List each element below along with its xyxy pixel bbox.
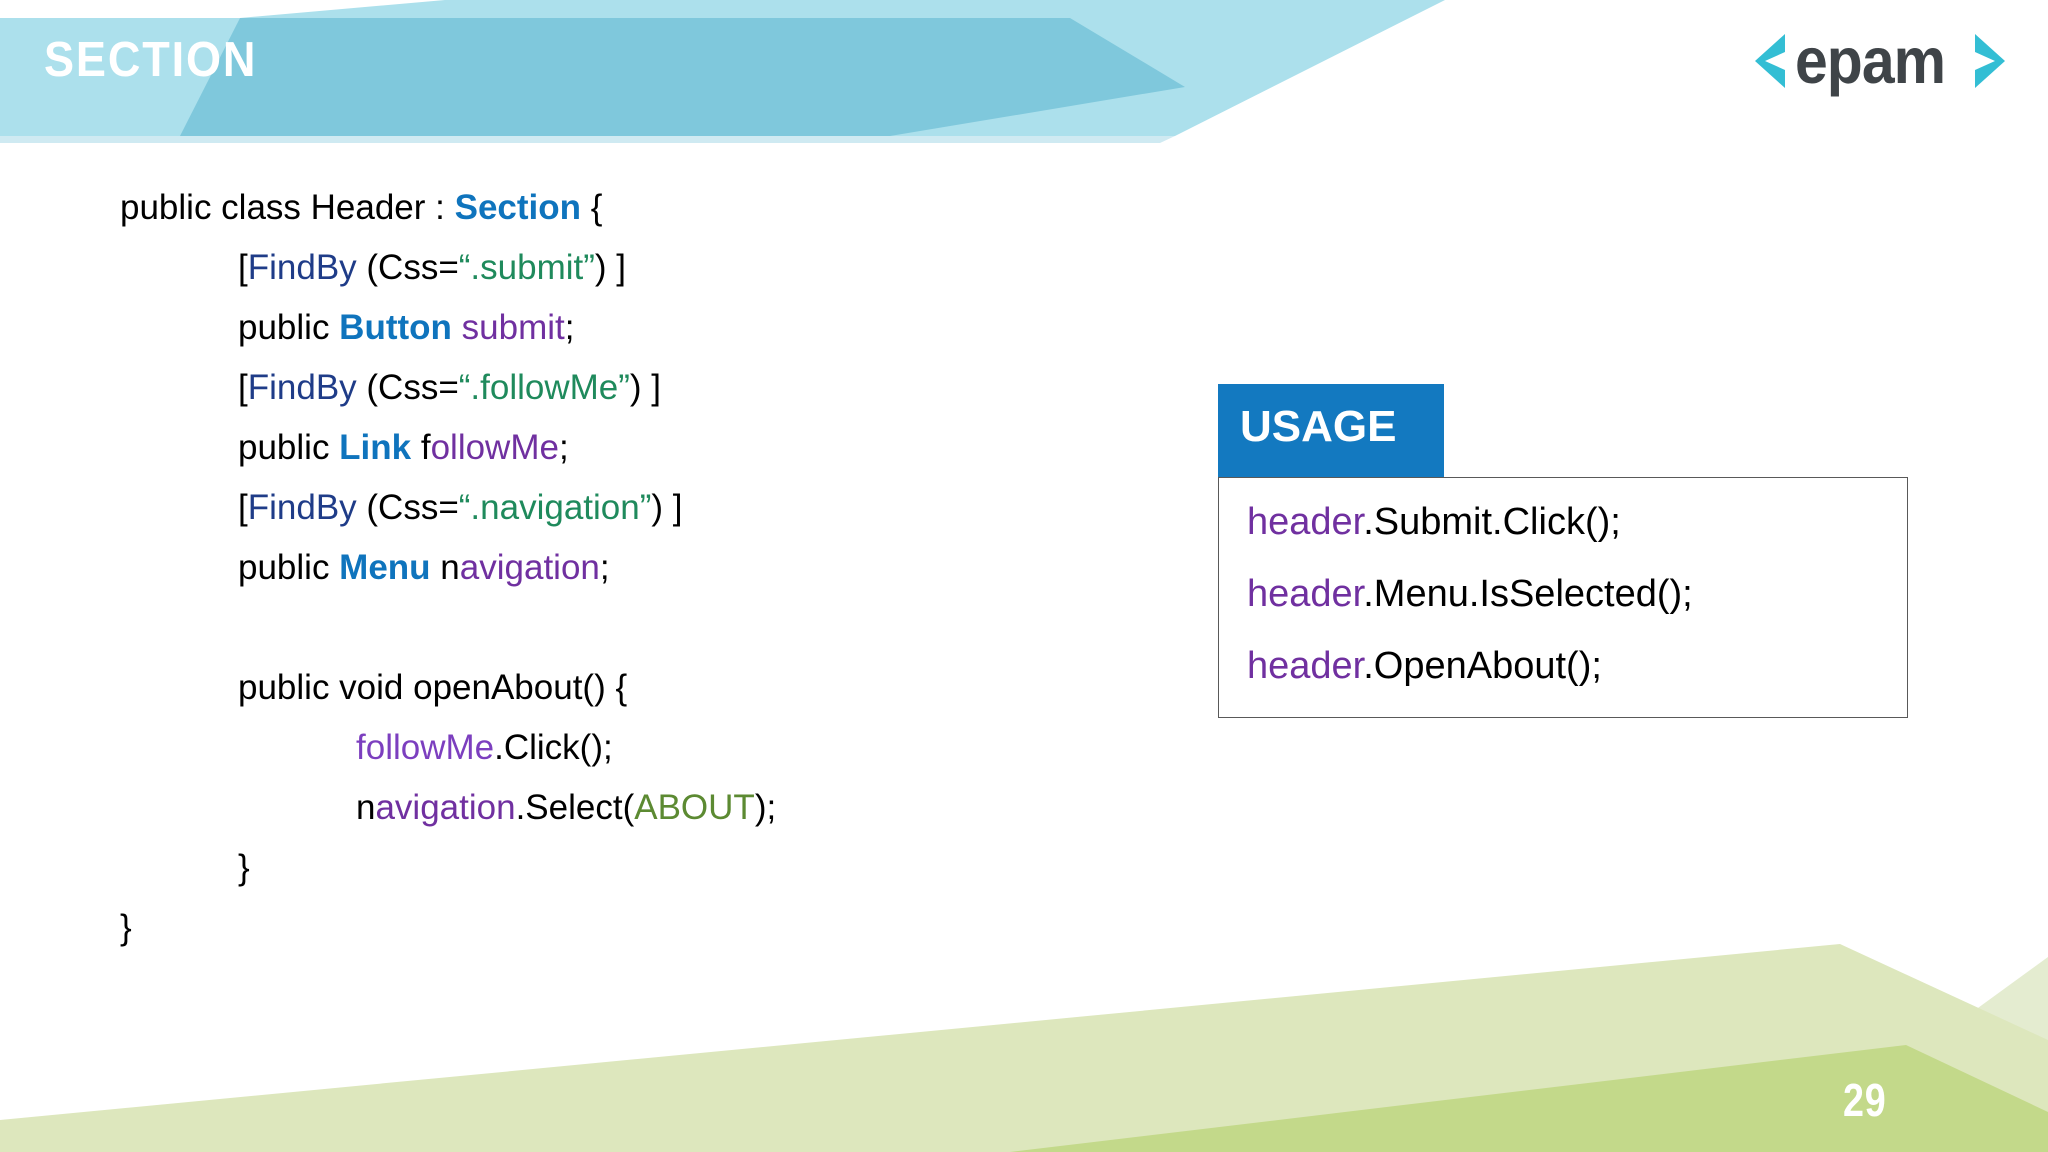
code-token-type: Link [339, 428, 412, 467]
code-token-plain: public void openAbout() { [238, 668, 628, 707]
code-token-type: Section [454, 188, 582, 227]
code-line: [FindBy (Css=“.navigation”) ] [120, 478, 776, 538]
code-token-plain: n [430, 548, 460, 587]
code-token-plain: ; [599, 548, 610, 587]
code-token-plain: (Css= [356, 248, 459, 287]
code-token-plain: ) ] [629, 368, 662, 407]
code-token-var: avigation [459, 548, 600, 587]
epam-logo-chevrons [1755, 34, 2005, 88]
code-token-string: “.navigation” [458, 488, 652, 527]
banner-underline-strip [0, 136, 1175, 143]
banner-dark-wedge [180, 18, 1185, 136]
header-banner-decoration [0, 0, 1445, 143]
code-token-plain: [ [238, 368, 248, 407]
page-number: 29 [1843, 1074, 1887, 1126]
code-token-plain: public [238, 428, 340, 467]
right-chevron-icon [1975, 34, 2005, 88]
code-line: public Menu navigation; [120, 538, 776, 598]
code-token-plain: .Click(); [494, 728, 613, 767]
code-token-attr: FindBy [247, 368, 357, 407]
code-token-plain: f [411, 428, 431, 467]
code-token-plain: ; [558, 428, 569, 467]
code-line: public Link followMe; [120, 418, 776, 478]
page-title: SECTION [44, 33, 258, 87]
code-line: followMe.Click(); [120, 718, 776, 778]
code-token-var: ollowMe [430, 428, 559, 467]
footer-green-dark-shape [1010, 1045, 2048, 1152]
usage-code-lines: header.Submit.Click();header.Menu.IsSele… [1247, 486, 1693, 702]
code-token-plain: } [120, 908, 132, 947]
code-line: public Button submit; [120, 298, 776, 358]
code-token-plain: .OpenAbout(); [1363, 645, 1602, 687]
code-line: header.Submit.Click(); [1247, 486, 1693, 558]
left-chevron-icon [1755, 34, 1785, 88]
usage-header-bar: USAGE [1218, 384, 1444, 477]
code-token-plain: ); [754, 788, 777, 827]
code-token-plain: .Submit.Click(); [1363, 501, 1621, 543]
code-line: [FindBy (Css=“.followMe”) ] [120, 358, 776, 418]
code-token-type: Button [339, 308, 452, 347]
code-token-plain: } [238, 848, 250, 887]
code-token-plain: ) ] [651, 488, 683, 527]
code-line: navigation.Select(ABOUT); [120, 778, 776, 838]
footer-green-pale-shape [1780, 957, 2048, 1152]
footer-green-light-shape [0, 944, 2048, 1152]
code-token-plain: ; [564, 308, 575, 347]
code-token-var: header [1247, 645, 1364, 687]
code-token-plain: { [581, 188, 603, 227]
code-token-plain: [ [238, 248, 248, 287]
code-token-var: header [1247, 573, 1364, 615]
code-line [120, 598, 776, 658]
code-token-type: Menu [339, 548, 431, 587]
code-token-string: “.followMe” [458, 368, 630, 407]
code-token-plain: public [238, 548, 340, 587]
code-line: public void openAbout() { [120, 658, 776, 718]
code-token-plain: n [356, 788, 376, 827]
code-line: [FindBy (Css=“.submit”) ] [120, 238, 776, 298]
code-line: public class Header : Section { [120, 178, 776, 238]
code-token-plain: [ [238, 488, 248, 527]
code-token-string: “.submit” [458, 248, 595, 287]
code-block: public class Header : Section {[FindBy (… [120, 178, 776, 958]
code-token-attr: FindBy [247, 248, 357, 287]
usage-code-box: header.Submit.Click();header.Menu.IsSele… [1218, 477, 1908, 718]
code-token-plain: (Css= [356, 368, 459, 407]
code-token-var: submit [461, 308, 565, 347]
code-line: header.Menu.IsSelected(); [1247, 558, 1693, 630]
code-token-plain: public class Header : [120, 188, 455, 227]
code-token-const: ABOUT [634, 788, 755, 827]
code-token-plain [452, 308, 462, 347]
code-token-var: header [1247, 501, 1364, 543]
code-token-var: avigation [375, 788, 516, 827]
code-token-var-lt: followMe [356, 728, 495, 767]
code-token-plain: public [238, 308, 340, 347]
code-line: } [120, 898, 776, 958]
epam-wordmark: epam [1795, 25, 1946, 98]
epam-logo: epam [1755, 25, 2005, 97]
code-token-plain: ) ] [594, 248, 627, 287]
code-line: } [120, 838, 776, 898]
code-line: header.OpenAbout(); [1247, 630, 1693, 702]
code-token-plain: (Css= [356, 488, 459, 527]
code-token-attr: FindBy [247, 488, 357, 527]
code-token-plain: .Select( [515, 788, 635, 827]
code-token-plain: .Menu.IsSelected(); [1363, 573, 1693, 615]
usage-label: USAGE [1240, 402, 1397, 451]
